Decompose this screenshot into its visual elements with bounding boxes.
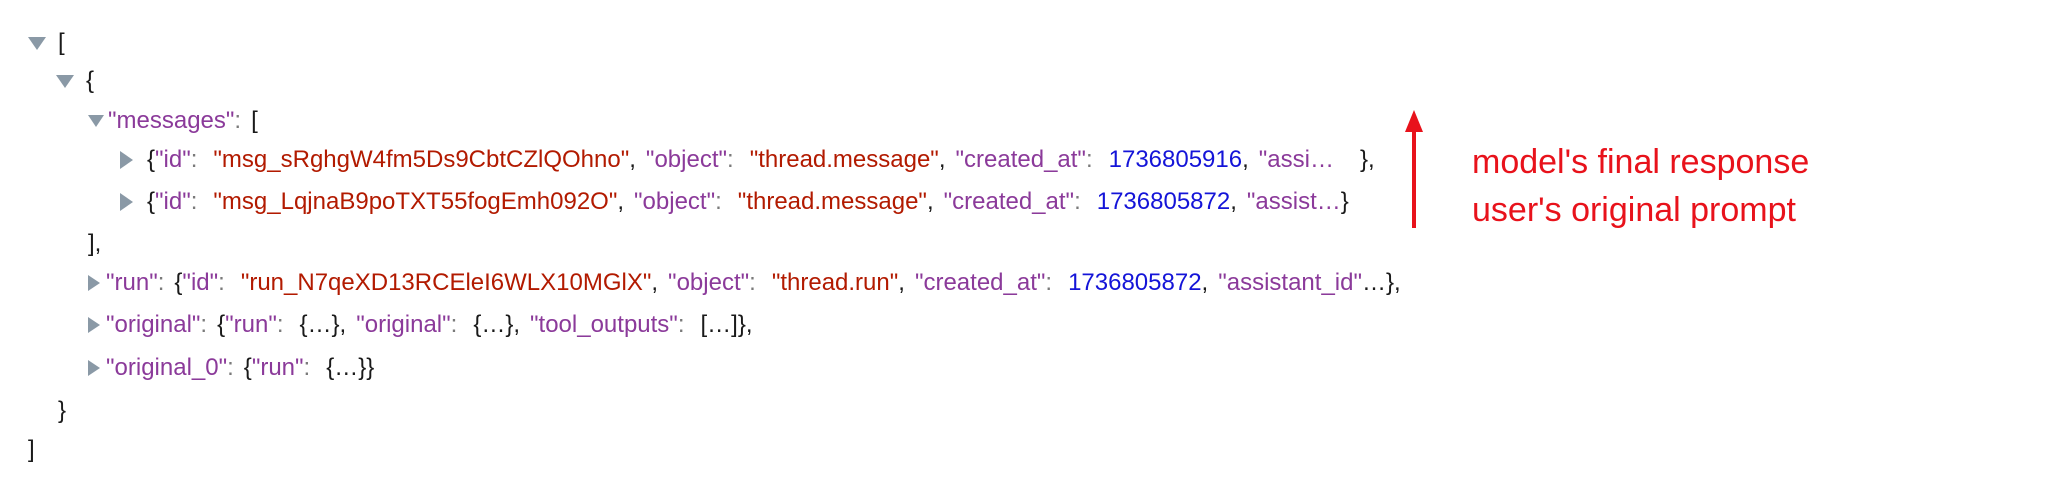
up-arrow-icon	[1405, 110, 1423, 228]
annotation-original-prompt: user's original prompt	[1472, 191, 1796, 229]
expand-toggle-icon[interactable]	[88, 275, 100, 291]
tree-row-object-close: }	[58, 393, 66, 429]
colon: :	[234, 107, 242, 134]
tree-row-run: "run": { "id": "run_N7qeXD13RCEleI6WLX10…	[88, 265, 1401, 301]
tree-row-root: [	[28, 25, 65, 61]
created-at-value: 1736805872	[1068, 269, 1202, 296]
expand-toggle-icon[interactable]	[120, 193, 133, 211]
collapse-toggle-icon[interactable]	[28, 36, 46, 50]
tree-row-messages-close: ],	[88, 226, 101, 262]
expand-toggle-icon[interactable]	[88, 360, 100, 376]
object-brace-close: }	[58, 397, 67, 424]
root-bracket-close: ]	[28, 436, 35, 463]
tree-row-original: "original": { "run": {…}, "original": {……	[88, 307, 753, 343]
json-tree-viewer: [ { "messages" : [ { "id": "msg_sRghgW4f…	[28, 25, 1401, 468]
collapse-toggle-icon[interactable]	[56, 74, 74, 88]
run-id-value: "run_N7qeXD13RCEleI6WLX10MGlX"	[240, 269, 652, 296]
messages-key: "messages"	[108, 107, 235, 134]
annotation-final-response: model's final response	[1472, 143, 1810, 181]
messages-bracket-close: ],	[88, 230, 102, 257]
expand-toggle-icon[interactable]	[120, 151, 133, 169]
tree-row-object: {	[56, 63, 94, 99]
tree-row-original-0: "original_0": { "run": {…}}	[88, 350, 374, 386]
messages-bracket-open: [	[251, 107, 258, 134]
message-id-value: "msg_sRghgW4fm5Ds9CbtCZlQOhno"	[213, 146, 630, 173]
original-key: "original"	[106, 311, 201, 338]
original-0-key: "original_0"	[106, 354, 228, 381]
tree-row-message-2: { "id": "msg_LqjnaB9poTXT55fogEmh092O", …	[120, 184, 1349, 220]
tree-row-message-1: { "id": "msg_sRghgW4fm5Ds9CbtCZlQOhno", …	[120, 142, 1375, 178]
collapse-toggle-icon[interactable]	[88, 115, 104, 127]
object-brace-open: {	[86, 67, 95, 94]
run-key: "run"	[106, 269, 158, 296]
created-at-value: 1736805916	[1108, 146, 1243, 173]
created-at-value: 1736805872	[1096, 188, 1231, 215]
tree-row-messages: "messages" : [	[88, 103, 258, 139]
root-bracket-open: [	[58, 29, 65, 56]
tree-row-root-close: ]	[28, 432, 35, 468]
expand-toggle-icon[interactable]	[88, 317, 100, 333]
message-id-value: "msg_LqjnaB9poTXT55fogEmh092O"	[213, 188, 618, 215]
